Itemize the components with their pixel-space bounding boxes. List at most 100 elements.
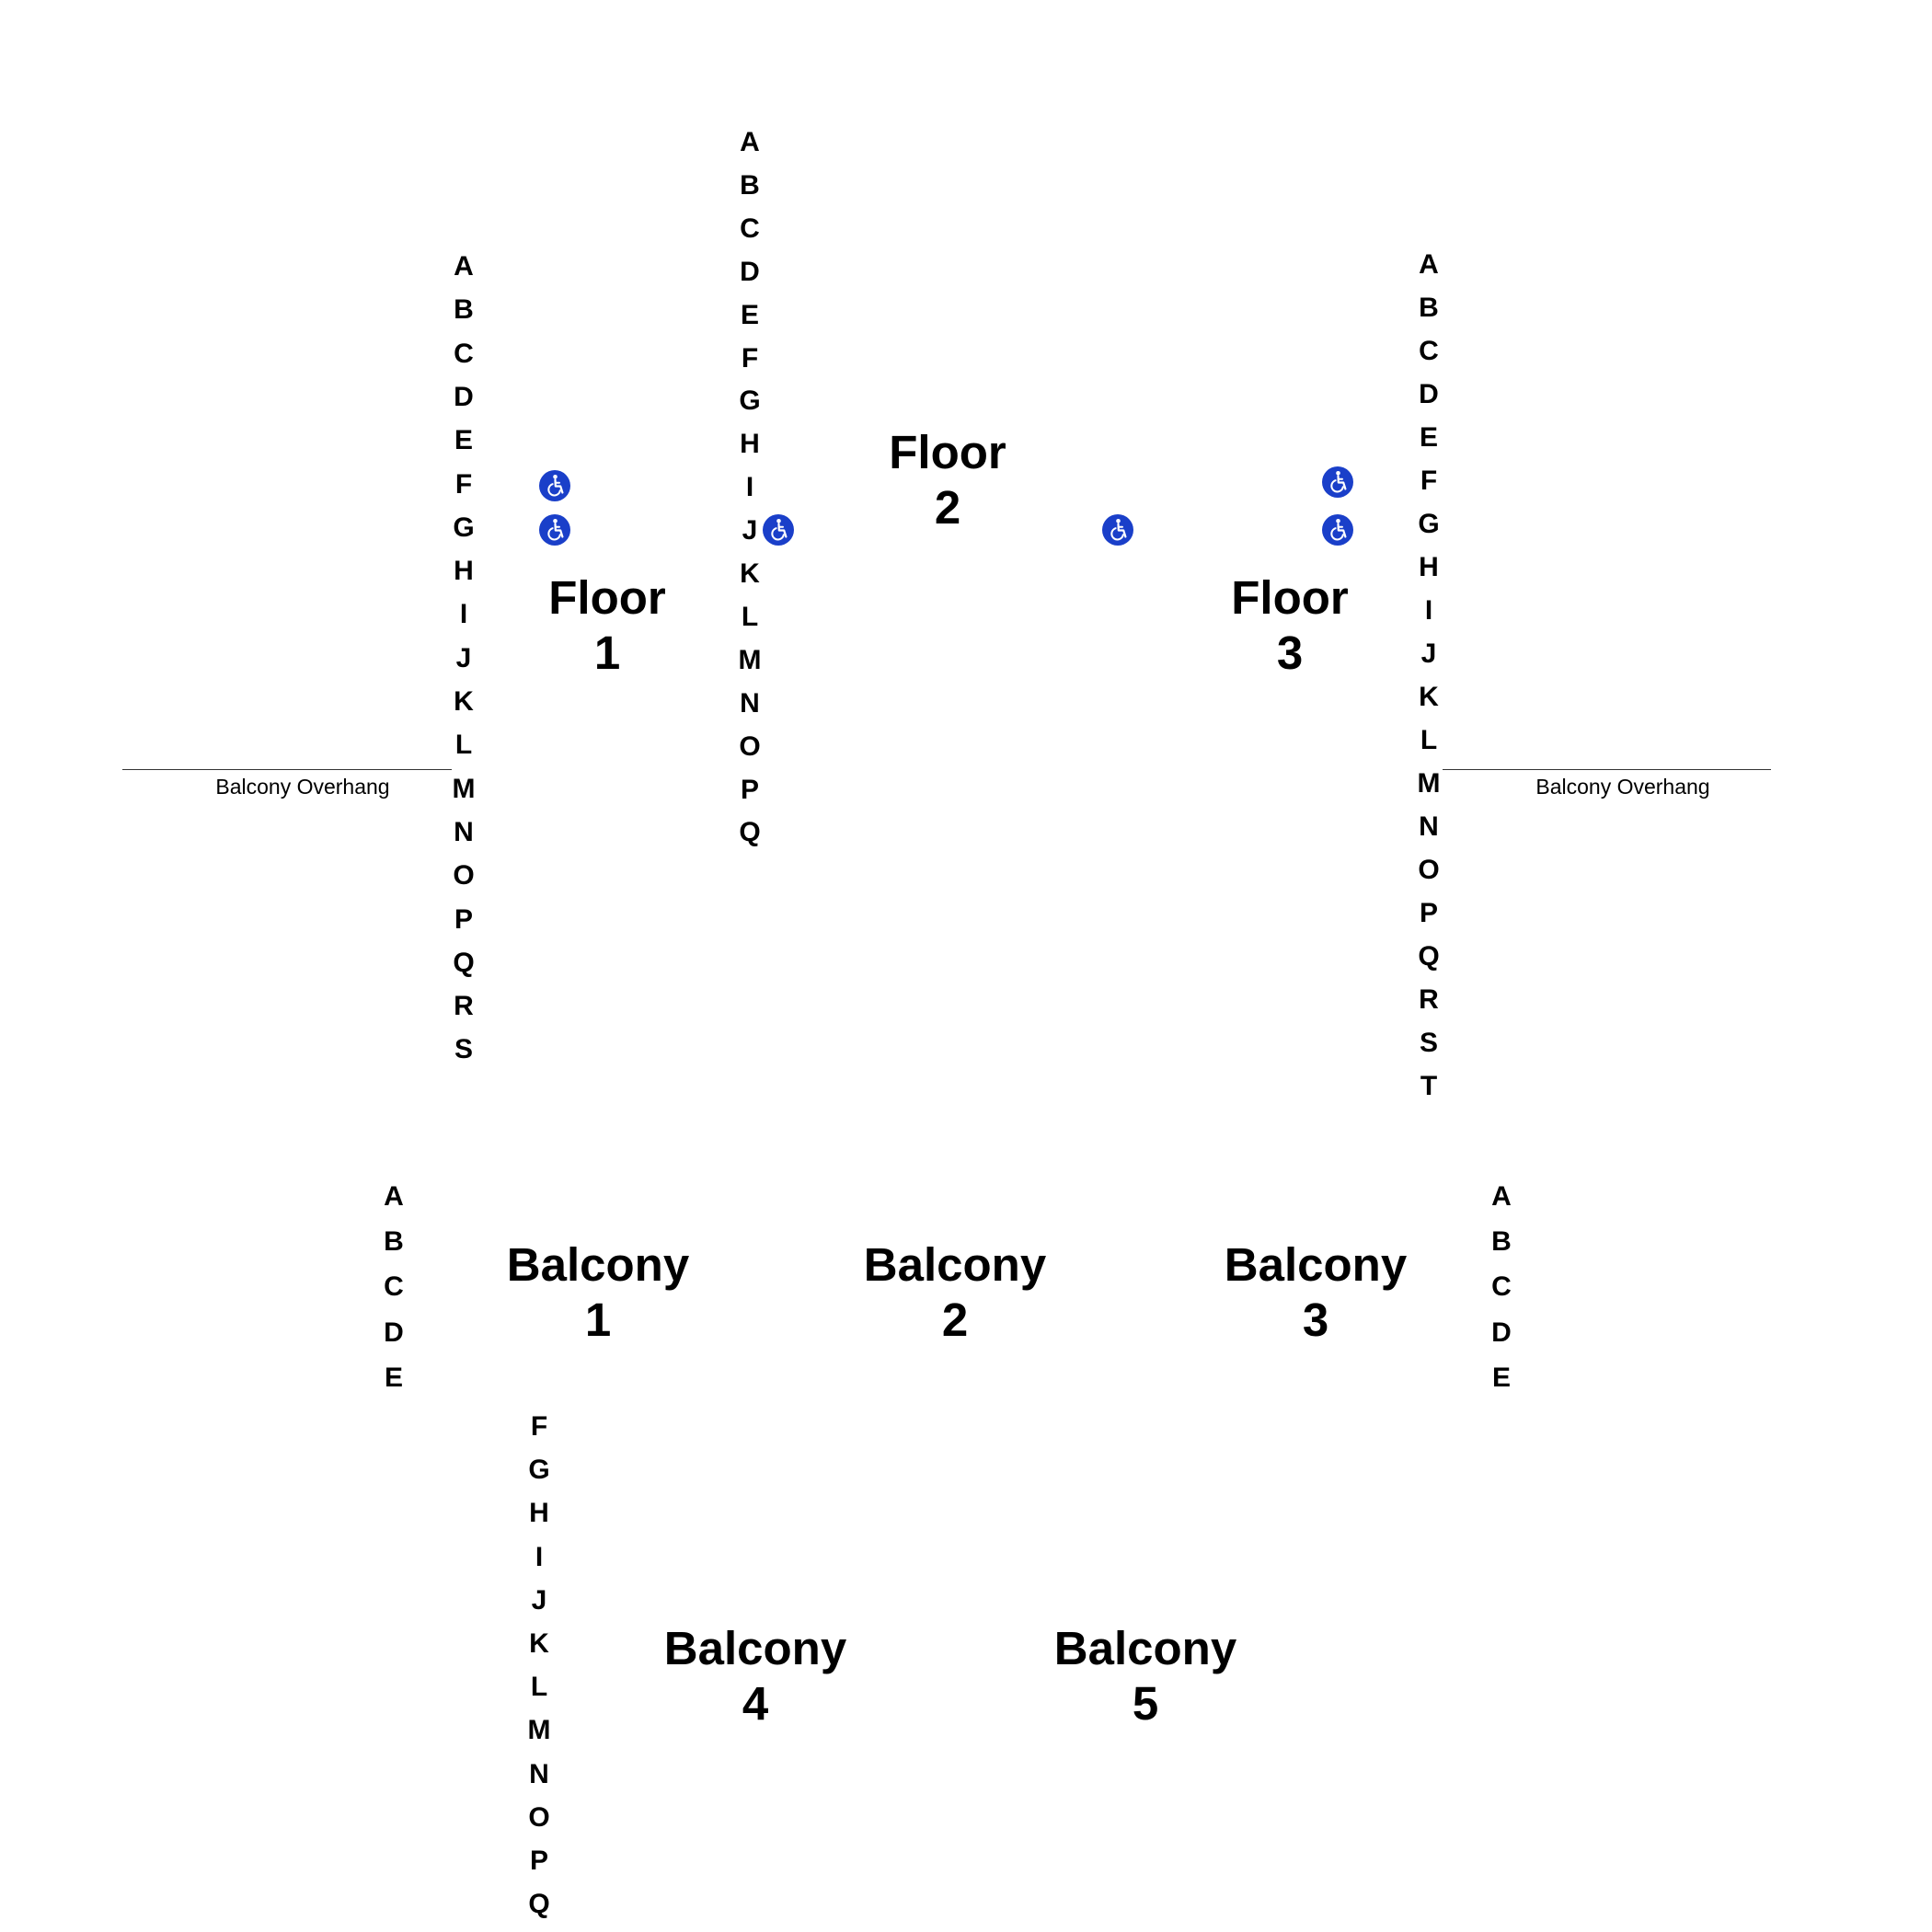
wheelchair-accessible-icon[interactable] [538, 513, 571, 546]
wheelchair-accessible-icon[interactable] [762, 513, 795, 546]
row-label: E [740, 299, 759, 330]
row-label: I [1424, 595, 1433, 626]
row-label: Q [1418, 941, 1440, 972]
row-label: G [1418, 509, 1440, 539]
wheelchair-accessible-icon[interactable] [538, 469, 571, 502]
section-balcony-5-title: Balcony [1053, 1622, 1237, 1674]
row-label: N [529, 1758, 549, 1789]
section-balcony-5-number: 5 [1132, 1677, 1159, 1730]
row-label: S [454, 1034, 473, 1065]
row-label: I [459, 599, 468, 630]
row-label: P [454, 903, 473, 935]
row-label: K [740, 558, 760, 589]
row-label: H [1419, 552, 1439, 582]
balcony-overhang-left-label: Balcony Overhang [215, 775, 390, 799]
row-label: C [454, 338, 474, 369]
row-label: J [1420, 638, 1437, 669]
row-label: B [454, 294, 474, 326]
row-label: K [1419, 682, 1439, 712]
row-label: F [530, 1411, 548, 1442]
row-label: L [1420, 725, 1438, 755]
row-label: B [384, 1226, 404, 1258]
row-label: B [1419, 293, 1439, 323]
row-label: L [741, 601, 759, 632]
row-label: A [1419, 249, 1439, 280]
section-balcony-4[interactable]: Balcony 4 [627, 1621, 884, 1731]
section-balcony-1-number: 1 [584, 1294, 612, 1346]
section-balcony-1-title: Balcony [506, 1238, 690, 1291]
section-balcony-2-title: Balcony [863, 1238, 1047, 1291]
row-label: T [1420, 1071, 1438, 1101]
row-label: A [384, 1181, 404, 1212]
wheelchair-accessible-icon[interactable] [1321, 513, 1354, 546]
row-label: J [455, 642, 472, 673]
row-label: E [1419, 422, 1438, 453]
section-balcony-2-number: 2 [941, 1294, 969, 1346]
row-label: C [1491, 1271, 1512, 1303]
row-label: D [454, 381, 474, 412]
row-label: H [454, 556, 474, 587]
row-label: O [1418, 855, 1440, 885]
row-label: M [738, 644, 762, 675]
row-label: O [739, 730, 761, 762]
section-balcony-3[interactable]: Balcony 3 [1187, 1237, 1444, 1348]
row-label: H [740, 429, 760, 460]
row-label: F [741, 342, 759, 374]
section-balcony-4-title: Balcony [663, 1622, 847, 1674]
section-floor-1-title: Floor [548, 571, 666, 624]
row-label: I [745, 472, 754, 503]
row-label: G [739, 385, 761, 417]
section-balcony-4-number: 4 [742, 1677, 769, 1730]
row-label: C [740, 213, 760, 244]
row-label: L [454, 730, 473, 761]
section-floor-3-number: 3 [1276, 627, 1304, 679]
row-label: G [453, 512, 475, 543]
row-label: F [454, 468, 473, 500]
row-label: H [529, 1498, 549, 1529]
row-label: N [740, 687, 760, 719]
row-label: Q [528, 1889, 550, 1920]
wheelchair-accessible-icon[interactable] [1321, 466, 1354, 499]
row-label: N [1419, 811, 1439, 842]
row-label: J [531, 1584, 547, 1616]
section-floor-1[interactable]: Floor 1 [515, 570, 699, 681]
balcony-overhang-left-line [122, 769, 452, 770]
row-label: G [528, 1455, 550, 1486]
row-label: D [384, 1317, 404, 1348]
section-balcony-1[interactable]: Balcony 1 [469, 1237, 727, 1348]
section-floor-3[interactable]: Floor 3 [1198, 570, 1382, 681]
row-label: J [742, 515, 758, 546]
row-label: I [535, 1541, 544, 1572]
row-label: P [740, 774, 759, 805]
section-balcony-3-number: 3 [1302, 1294, 1329, 1346]
row-label: D [740, 256, 760, 287]
row-label: F [1420, 466, 1438, 496]
row-label: C [1419, 336, 1439, 366]
section-floor-1-number: 1 [593, 627, 621, 679]
row-label: P [529, 1846, 548, 1876]
wheelchair-accessible-icon[interactable] [1101, 513, 1134, 546]
row-label: Q [739, 817, 761, 848]
row-label: K [529, 1628, 549, 1659]
row-label: R [454, 991, 474, 1022]
row-label: A [1491, 1181, 1512, 1212]
row-label: B [1491, 1226, 1512, 1258]
section-floor-2-title: Floor [889, 426, 1006, 478]
row-label: D [1419, 379, 1439, 409]
row-label: A [740, 127, 760, 157]
section-balcony-2[interactable]: Balcony 2 [826, 1237, 1084, 1348]
row-label: E [1491, 1362, 1511, 1393]
section-floor-2[interactable]: Floor 2 [856, 425, 1040, 535]
row-label: M [452, 773, 476, 804]
balcony-overhang-right-label: Balcony Overhang [1535, 775, 1710, 799]
row-label: P [1419, 898, 1438, 928]
row-label: S [1419, 1028, 1438, 1058]
row-label: R [1419, 984, 1439, 1015]
section-balcony-5[interactable]: Balcony 5 [1017, 1621, 1274, 1731]
balcony-overhang-right-line [1443, 769, 1771, 770]
section-floor-3-title: Floor [1231, 571, 1349, 624]
row-label: B [740, 169, 760, 201]
row-label: M [527, 1715, 551, 1746]
row-label: Q [453, 947, 475, 978]
